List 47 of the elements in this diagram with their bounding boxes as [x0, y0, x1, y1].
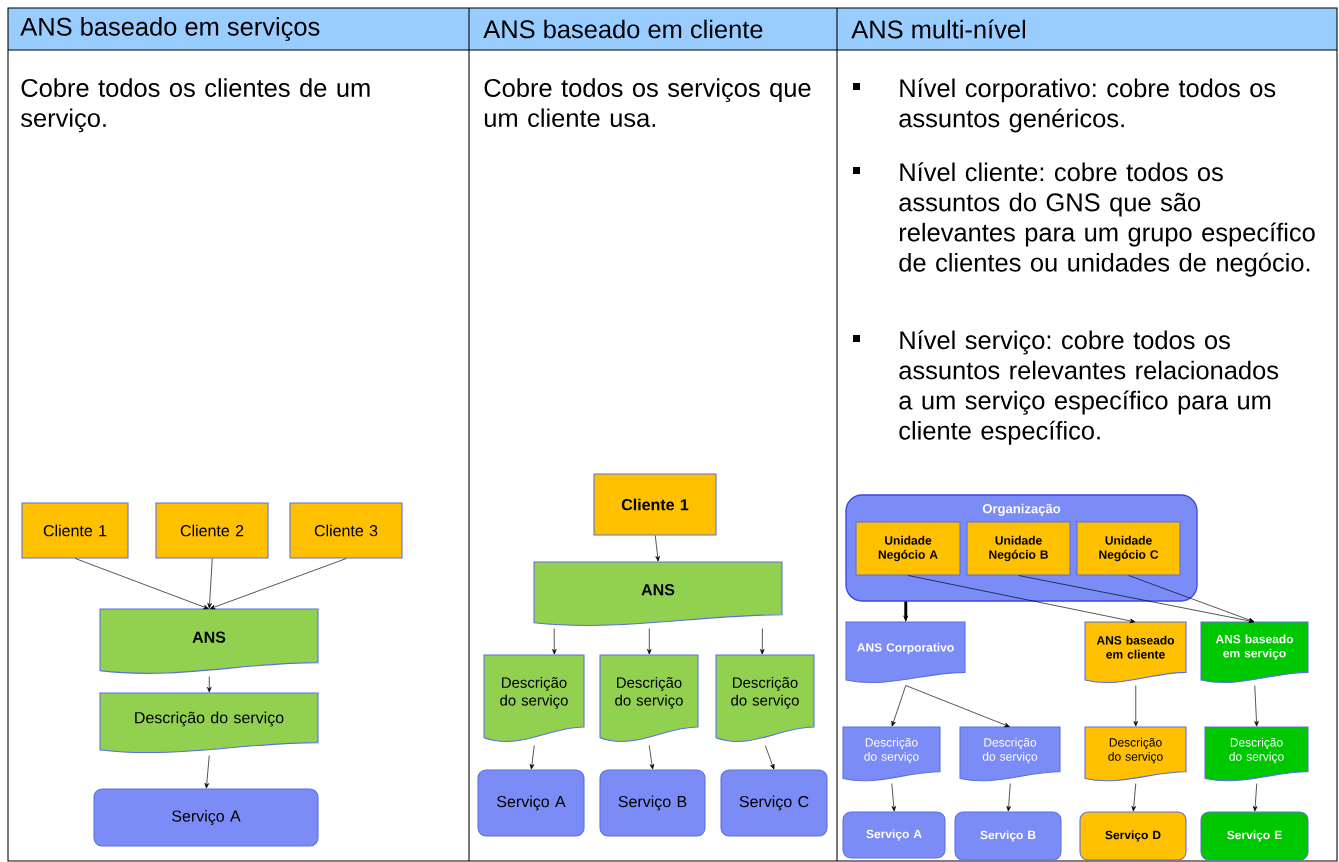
arrow: [74, 558, 209, 610]
arrow: [654, 535, 660, 562]
client-box: Cliente 2: [155, 502, 269, 559]
column-header: ANS baseado em cliente: [483, 19, 763, 39]
service-box: Serviço A: [93, 788, 319, 847]
arrow: [529, 745, 535, 770]
client-box: Cliente 1: [593, 473, 717, 536]
description-text: Cobre todos os clientes de um serviço.: [21, 78, 370, 133]
service-box: Serviço B: [599, 769, 706, 837]
bullet-item: Nível serviço: cobre todos os assuntos relevantes relacionados a um serviço específico para um cliente específico.: [853, 330, 1279, 445]
arrow: [907, 575, 1136, 624]
bullet-item: Nível cliente: cobre todos os assuntos do GNS que são relevantes para um grupo específico de clientes ou unidades de negócio.: [853, 162, 1315, 277]
unit-box: Unidade Negócio A: [855, 521, 961, 576]
arrow: [1252, 783, 1258, 812]
arrow: [209, 558, 347, 610]
unit-box: Unidade Negócio B: [966, 521, 1071, 576]
description-text: Cobre todos os serviços que um cliente usa.: [484, 78, 811, 128]
column-header: ANS multi-nível: [851, 19, 1025, 39]
arrow: [552, 628, 557, 655]
arrow: [891, 685, 907, 727]
arrow: [1131, 783, 1137, 812]
arrow: [764, 745, 775, 770]
bullet-item: Nível corporativo: cobre todos os assuntos genéricos.: [853, 78, 1276, 133]
arrow: [647, 628, 652, 655]
arrow: [1254, 685, 1259, 727]
unit-box: Unidade Negócio C: [1076, 521, 1181, 576]
service-box: Serviço A: [842, 811, 946, 859]
arrow: [648, 745, 655, 770]
service-box: Serviço A: [477, 769, 585, 837]
arrow: [905, 685, 1010, 728]
service-box: Serviço C: [720, 769, 828, 837]
arrow: [1133, 685, 1138, 727]
service-box: Serviço D: [1079, 811, 1187, 861]
arrow: [1128, 575, 1255, 623]
arrow: [207, 676, 212, 693]
service-box: Serviço E: [1200, 811, 1309, 861]
arrow: [903, 601, 909, 622]
client-box: Cliente 3: [289, 502, 403, 559]
arrow: [891, 783, 896, 812]
service-box: Serviço B: [954, 811, 1062, 861]
arrow: [1006, 783, 1011, 812]
arrow: [204, 755, 210, 789]
client-box: Cliente 1: [21, 502, 129, 559]
arrow: [207, 558, 213, 609]
column-header: ANS baseado em serviços: [20, 17, 320, 41]
arrow: [1018, 575, 1255, 624]
arrow: [760, 628, 765, 655]
